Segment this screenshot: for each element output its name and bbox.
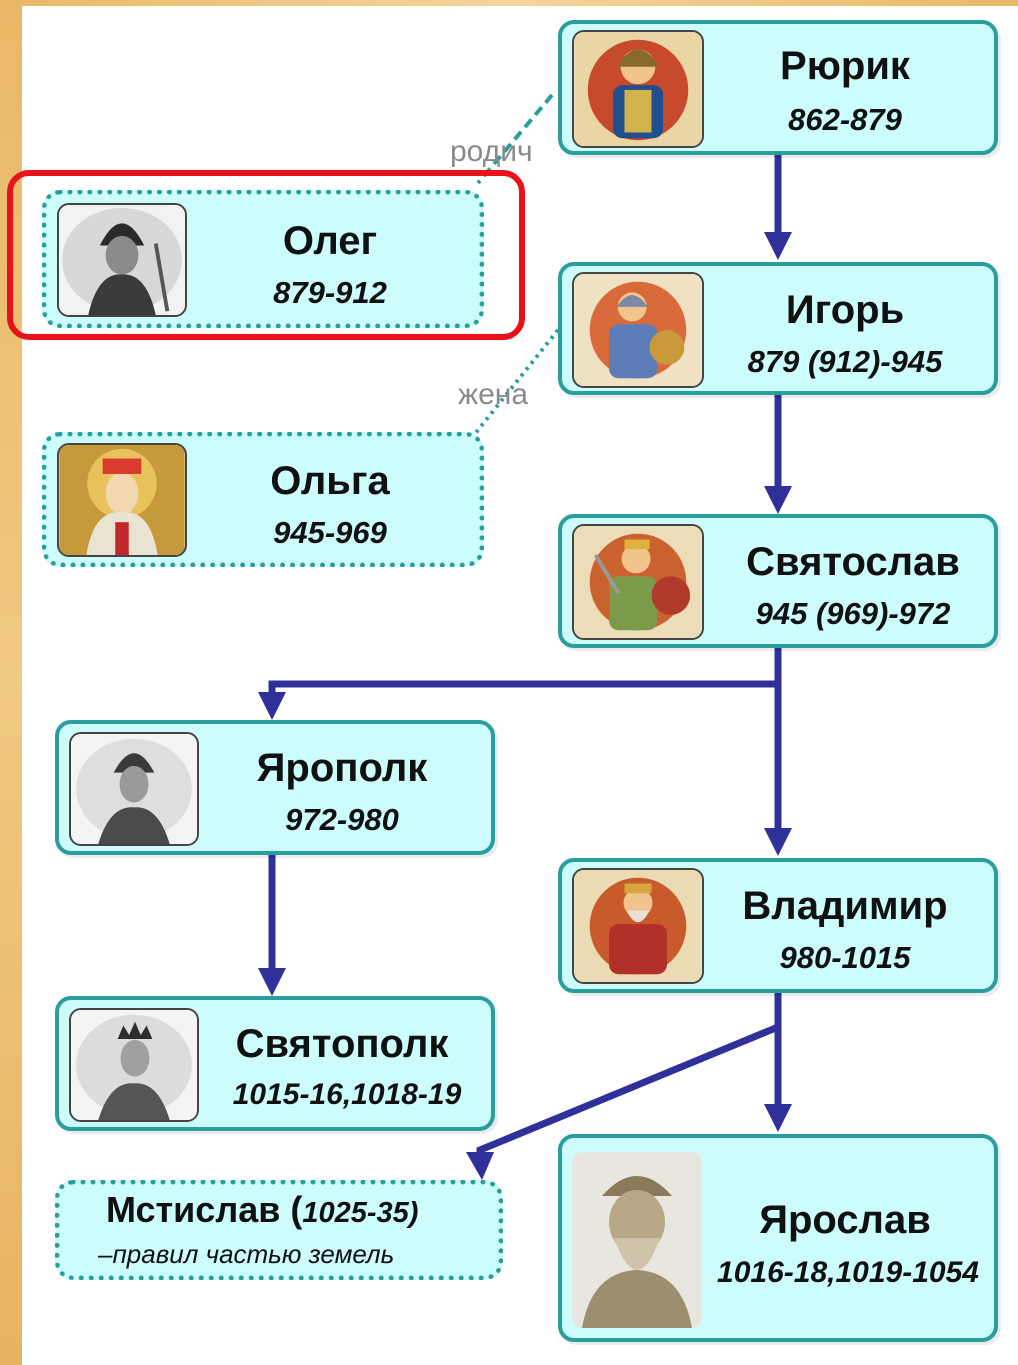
arrowhead-vladimir [764, 828, 792, 856]
relation-label-relative: родич [450, 135, 533, 168]
portrait-sviatoslav-icon [572, 524, 704, 640]
ruler-years: 879-912 [273, 275, 387, 310]
mstislav-name: Мстислав ( [106, 1189, 303, 1230]
ruler-name: Ярополк [256, 746, 428, 790]
ruler-years: 980-1015 [779, 940, 911, 975]
ruler-years: 972-980 [285, 802, 399, 837]
node-igor: Игорь 879 (912)-945 [558, 262, 998, 395]
portrait-vladimir-icon [572, 868, 704, 984]
ruler-name: Игорь [785, 288, 905, 332]
arrowhead-yaroslav [764, 1104, 792, 1132]
node-mstislav: Мстислав (1025-35) –правил частью земель [55, 1180, 503, 1280]
mstislav-title: Мстислав (1025-35) [106, 1189, 418, 1231]
mstislav-note: –правил частью земель [98, 1239, 395, 1269]
portrait-yaropolk-icon [69, 732, 199, 846]
node-olga: Ольга 945-969 [42, 432, 484, 567]
arrowhead-yaropolk [258, 692, 286, 720]
ruler-years: 879 (912)-945 [747, 344, 943, 379]
arrowhead-sviatoslav [764, 486, 792, 514]
node-sviatoslav: Святослав 945 (969)-972 [558, 514, 998, 648]
arrowhead-mstislav [466, 1152, 494, 1180]
ruler-name: Святополк [235, 1022, 449, 1066]
decorative-side-band [0, 0, 22, 1365]
node-yaropolk: Ярополк 972-980 [55, 720, 495, 855]
portrait-riurik-icon [572, 30, 704, 148]
ruler-name: Святослав [746, 540, 960, 584]
portrait-sviatopolk-icon [69, 1008, 199, 1122]
node-sviatopolk: Святополк 1015-16,1018-19 [55, 996, 495, 1131]
ruler-years: 862-879 [788, 102, 902, 137]
selection-highlight [7, 170, 525, 340]
node-yaroslav: Ярослав 1016-18,1019-1054 [558, 1134, 998, 1342]
portrait-igor-icon [572, 272, 704, 388]
relation-line-relative [476, 93, 554, 185]
ruler-years: 945 (969)-972 [755, 596, 951, 631]
node-riurik: Рюрик 862-879 [558, 20, 998, 155]
ruler-name: Владимир [742, 884, 948, 928]
ruler-name: Ольга [270, 459, 390, 503]
portrait-olga-icon [57, 443, 187, 557]
ruler-years: 945-969 [273, 515, 387, 550]
node-oleg: Олег 879-912 [42, 190, 484, 328]
node-vladimir: Владимир 980-1015 [558, 858, 998, 993]
ruler-years: 1016-18,1019-1054 [717, 1256, 979, 1289]
mstislav-years: 1025-35) [302, 1197, 419, 1229]
ruler-name: Олег [282, 219, 378, 263]
decorative-top-band [0, 0, 1018, 6]
portrait-oleg-icon [57, 203, 187, 317]
arrow-sviatoslav-yaropolk [268, 680, 778, 700]
portrait-yaroslav-icon [572, 1152, 702, 1328]
ruler-years: 1015-16,1018-19 [232, 1078, 462, 1111]
ruler-name: Ярослав [759, 1198, 931, 1242]
arrowhead-sviatopolk [258, 968, 286, 996]
relation-label-wife: жена [458, 378, 529, 411]
ruler-name: Рюрик [780, 44, 910, 88]
arrowhead-igor [764, 232, 792, 260]
